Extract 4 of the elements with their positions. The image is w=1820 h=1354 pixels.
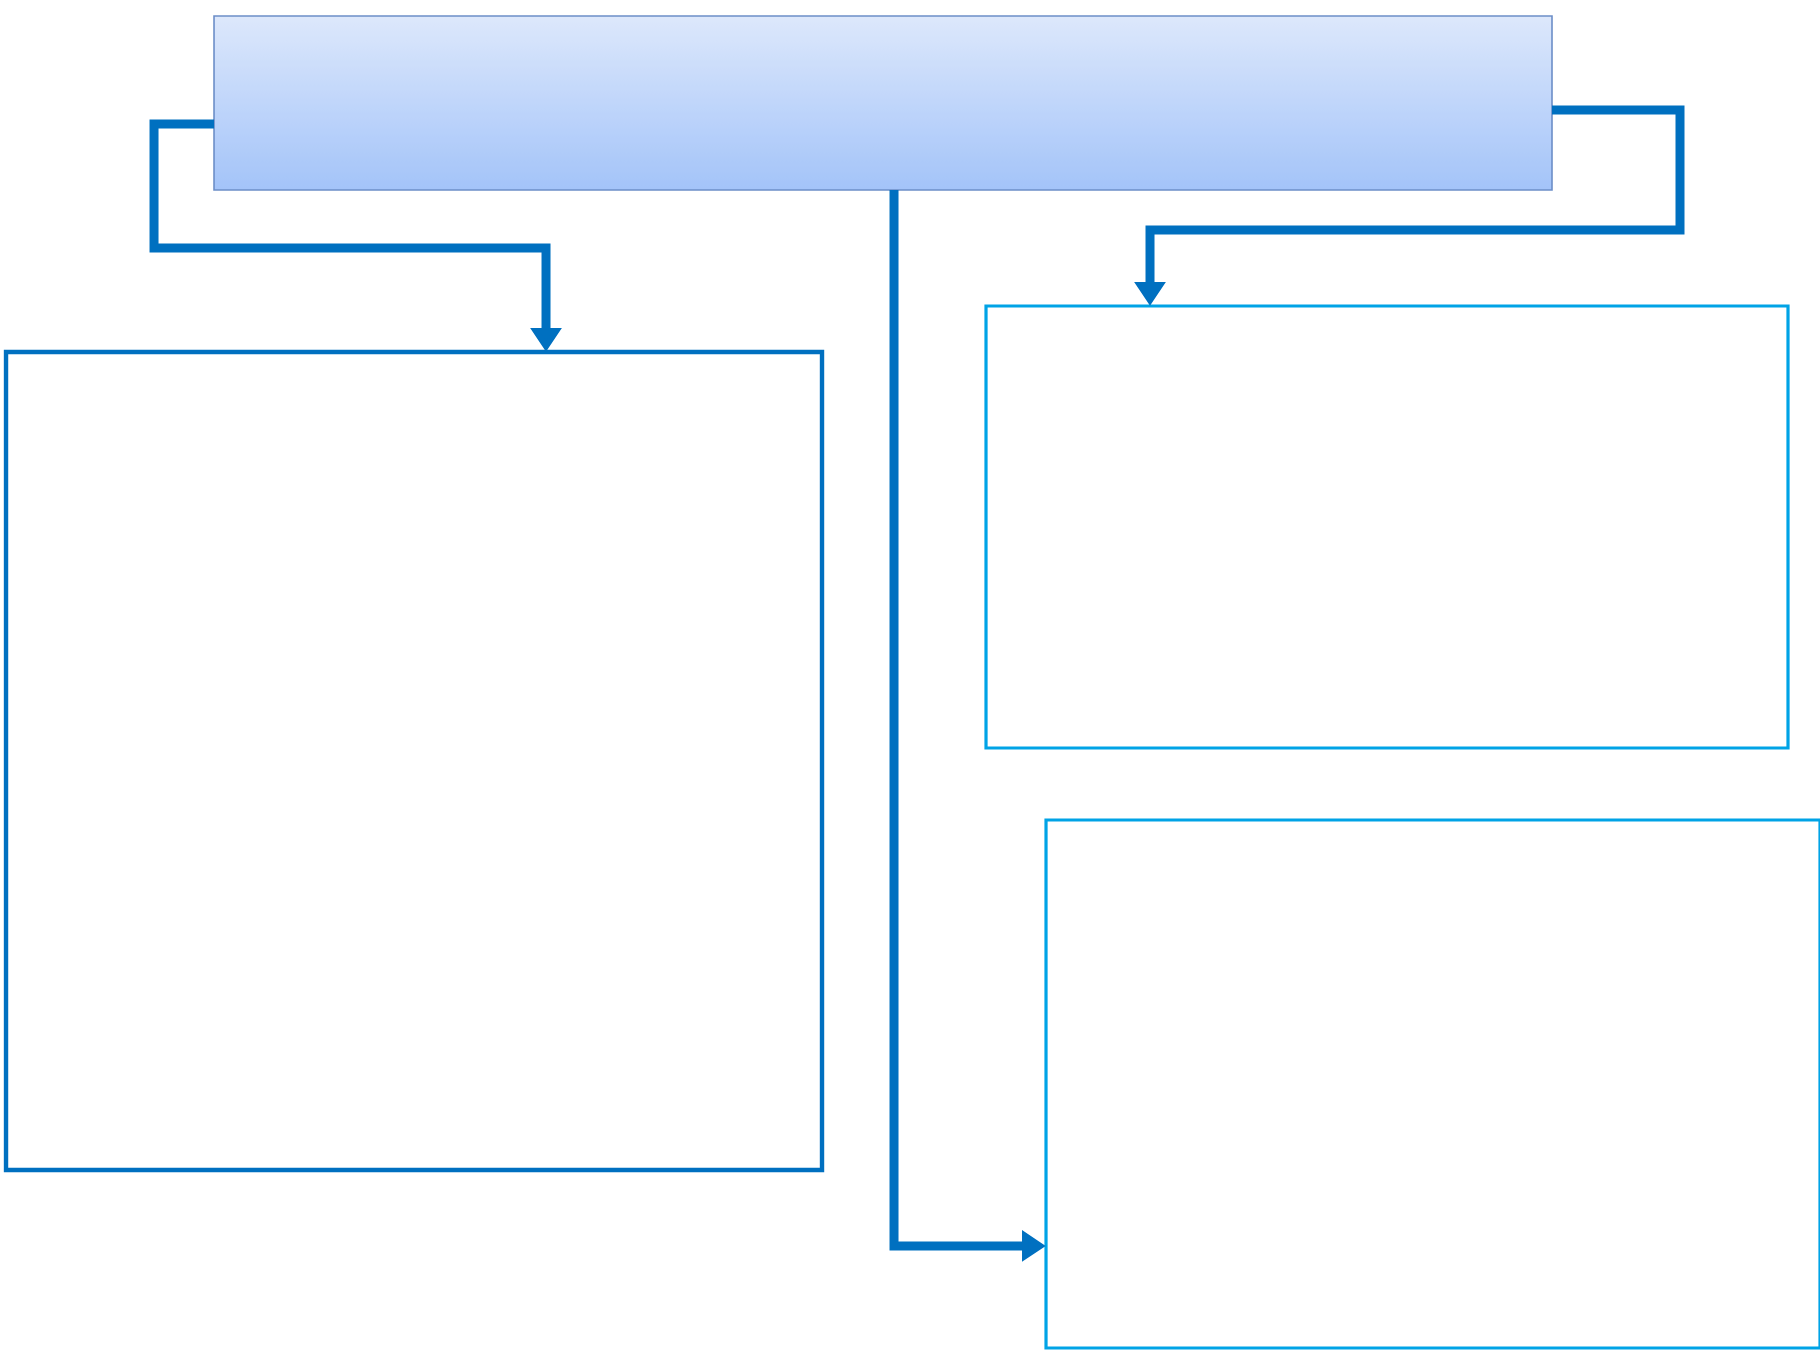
content-box	[3, 349, 825, 1173]
content-box	[1044, 818, 1820, 1350]
header-box	[213, 15, 1553, 191]
content-box	[984, 304, 1790, 750]
